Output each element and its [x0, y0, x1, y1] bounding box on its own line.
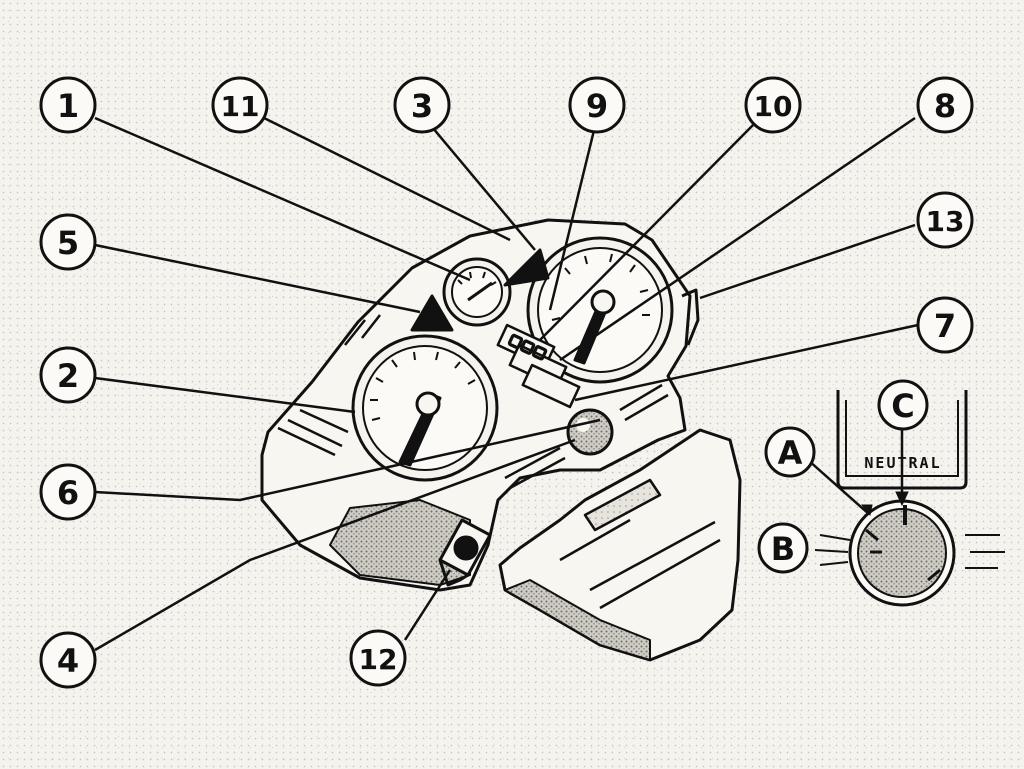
- neutral-label: NEUTRAL: [864, 454, 941, 472]
- callout-2: [39, 346, 97, 404]
- speedo-ticks: [551, 253, 650, 321]
- leader-6: [94, 418, 601, 502]
- tach-ticks: [370, 351, 476, 421]
- callout-label-3: 3: [411, 87, 433, 125]
- leader-10: [539, 117, 761, 341]
- right-vent: [504, 383, 669, 490]
- leader-2: [94, 376, 356, 414]
- callout-12: [349, 629, 407, 687]
- callout-label-11: 11: [221, 90, 260, 123]
- callout-b: [757, 522, 809, 574]
- callout-4: [39, 631, 97, 689]
- callout-9: [568, 76, 626, 134]
- neutral-frame: [836, 390, 968, 490]
- connector-plug: [438, 518, 492, 587]
- leader-7: [574, 323, 919, 402]
- b-arrow-lines: [814, 534, 851, 566]
- callout-8: [916, 76, 974, 134]
- callouts: [39, 76, 974, 689]
- leader-lines: [94, 113, 919, 652]
- speedometer: [526, 236, 674, 384]
- callout-7: [916, 296, 974, 354]
- leader-8: [559, 116, 916, 362]
- small-gauge: [442, 257, 512, 327]
- leader-5: [94, 243, 421, 314]
- leader-13: [699, 223, 916, 300]
- callout-label-12: 12: [359, 643, 398, 676]
- callout-10: [744, 76, 802, 134]
- leader-1: [94, 116, 471, 282]
- callout-label-13: 13: [926, 205, 965, 238]
- neutral-inset: NEUTRAL: [814, 390, 1005, 607]
- callout-label-7: 7: [934, 307, 956, 345]
- neutral-selector-knob: [848, 499, 956, 607]
- indicator-lamp-strip: ▢▢▢: [496, 323, 581, 409]
- callout-labels: 1 11 3 9 10 8 5 13 2 7 6 4 12: [57, 87, 965, 680]
- callout-c: [877, 379, 929, 431]
- callout-6: [39, 463, 97, 521]
- callout-label-6: 6: [57, 474, 79, 512]
- right-bracket: [681, 288, 700, 346]
- callout-11: [211, 76, 269, 134]
- console-front-shadow: [504, 579, 651, 661]
- callout-label-a: A: [778, 434, 803, 472]
- callout-1: [39, 76, 97, 134]
- leader-12: [403, 569, 452, 641]
- callout-label-b: B: [771, 530, 795, 568]
- callout-13: [916, 191, 974, 249]
- instrument-cluster: ▢▢▢: [260, 218, 742, 662]
- callout-5: [39, 213, 97, 271]
- left-vent: [277, 314, 381, 457]
- arrow-c-head: [895, 491, 909, 507]
- tachometer: [351, 334, 499, 482]
- callout-label-c: C: [891, 387, 914, 425]
- warning-triangle: [410, 294, 454, 332]
- arrow-a-head: [860, 504, 873, 517]
- callout-label-9: 9: [586, 87, 608, 125]
- callout-label-4: 4: [57, 642, 79, 680]
- leader-4: [94, 438, 576, 652]
- callout-label-5: 5: [57, 224, 79, 262]
- top-indicator: [503, 248, 550, 287]
- callout-a: [764, 426, 816, 478]
- inset-callout-labels: A B C: [771, 387, 915, 568]
- leader-3: [421, 114, 536, 251]
- leader-11: [257, 113, 511, 242]
- callout-label-2: 2: [57, 357, 79, 395]
- callout-label-1: 1: [57, 87, 79, 125]
- inset-callouts: [757, 379, 929, 574]
- leader-9: [548, 117, 599, 311]
- callout-3: [393, 76, 451, 134]
- trip-reset-knob: [566, 408, 614, 456]
- callout-label-10: 10: [754, 90, 793, 123]
- console-slots: [559, 478, 721, 610]
- callout-label-8: 8: [934, 87, 956, 125]
- right-arrow-lines: [965, 534, 1005, 569]
